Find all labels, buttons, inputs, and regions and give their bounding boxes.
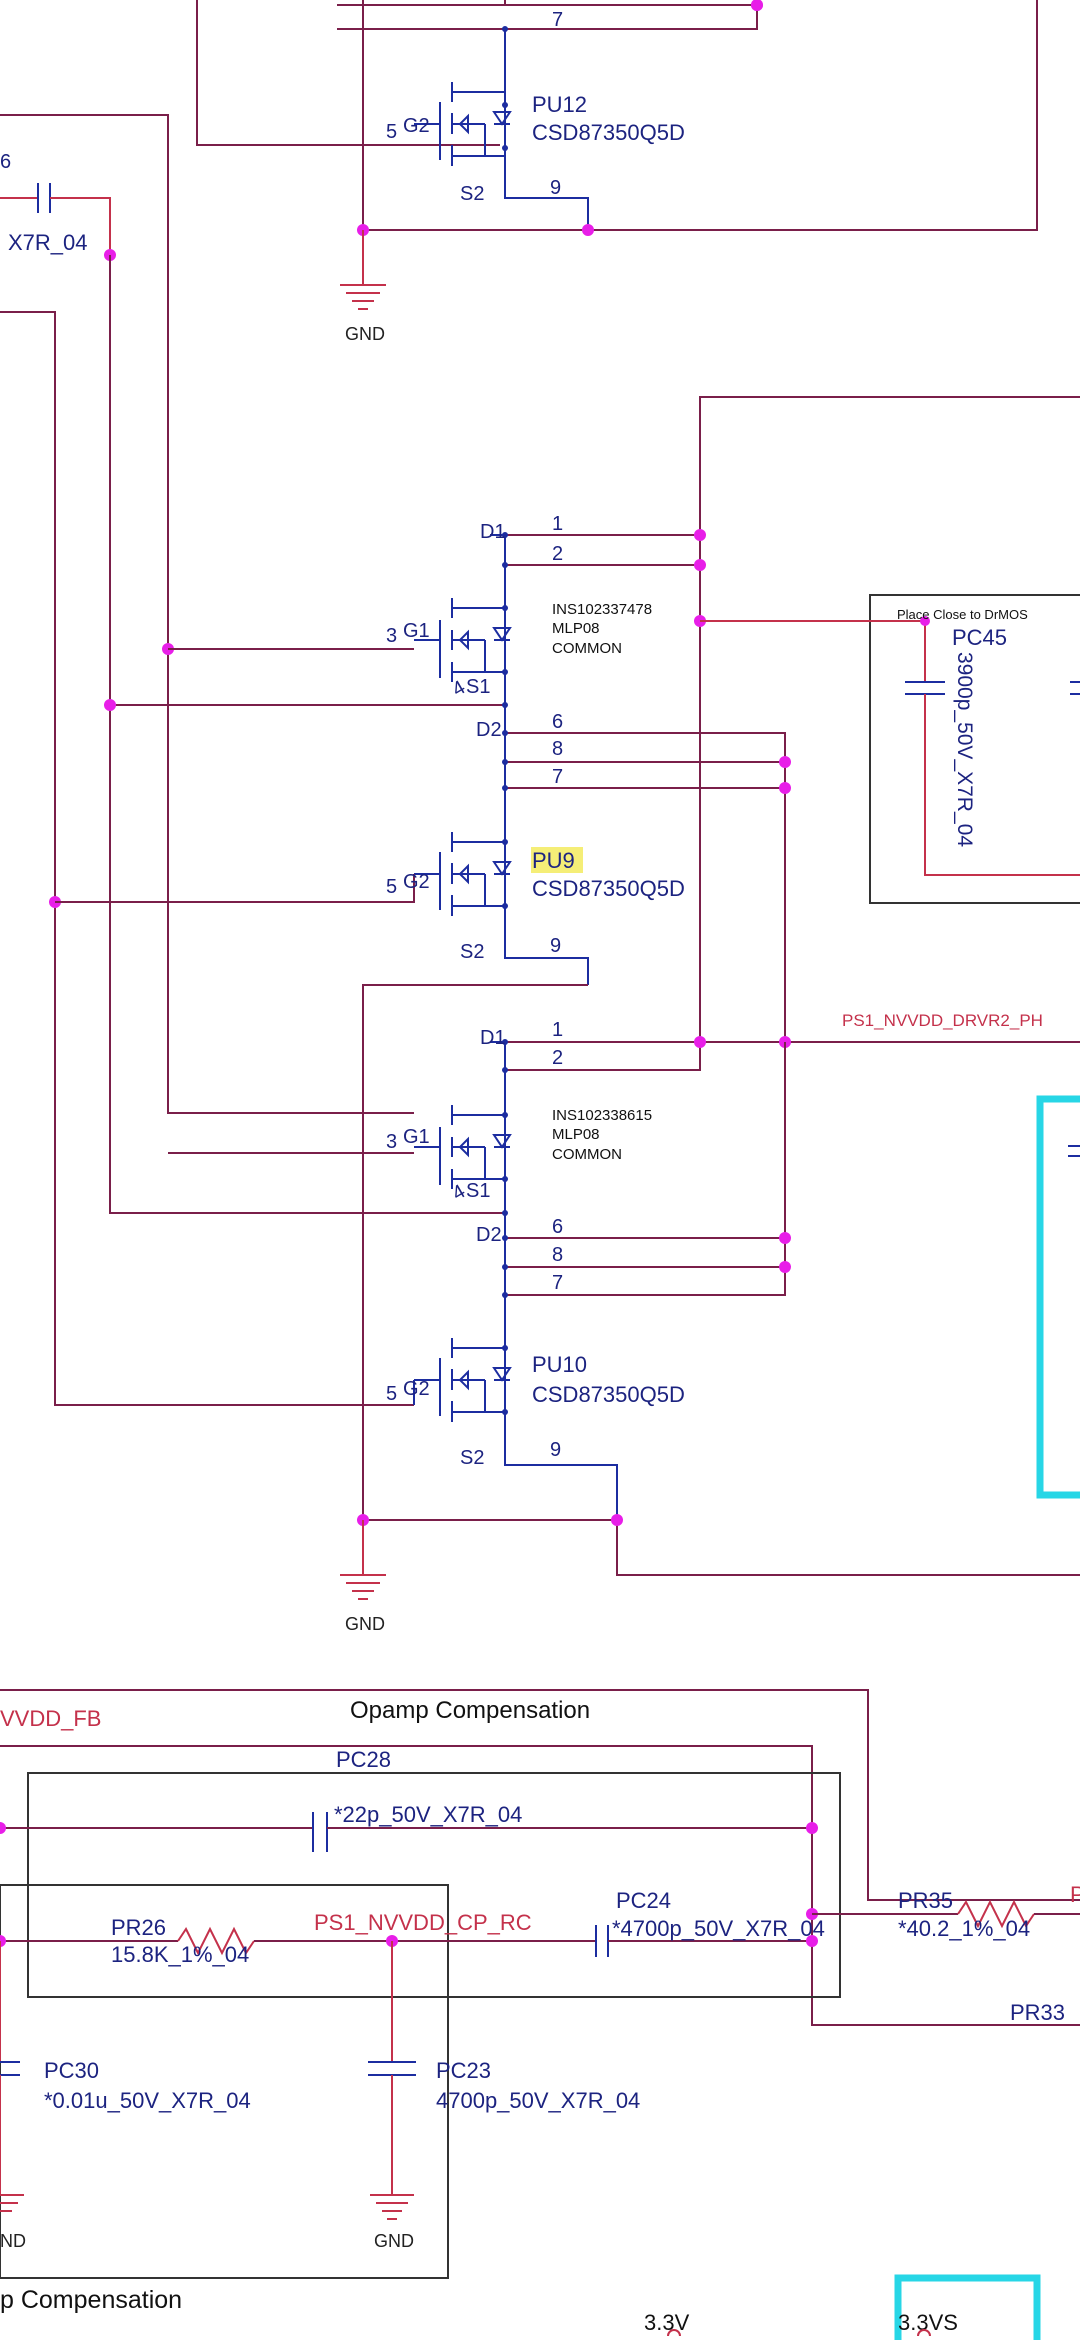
pu9-search-highlight <box>531 847 583 873</box>
pr35-value: *40.2_1%_04 <box>898 1916 1030 1941</box>
pu12-pin-7: 7 <box>552 9 563 31</box>
pc28-value: *22p_50V_X7R_04 <box>334 1802 522 1827</box>
pc24-value: *4700p_50V_X7R_04 <box>612 1916 825 1941</box>
pc23-value: 4700p_50V_X7R_04 <box>436 2088 640 2113</box>
pu10-pin-1: 1 <box>552 1019 563 1041</box>
pu10-d1-label: D1 <box>480 1027 506 1049</box>
left-cap-fragment: 6 X7R_04 <box>0 151 116 261</box>
cp-rc-net: PS1_NVVDD_CP_RC <box>314 1910 532 1935</box>
pu9-s1-label: S1 <box>466 676 490 698</box>
pu9-gate-label: G1 <box>403 620 430 642</box>
pu10-g2-pin: 5 <box>386 1383 397 1405</box>
pc45-note: Place Close to DrMOS <box>897 607 1028 622</box>
pu10-pin-6: 6 <box>552 1216 563 1238</box>
pc28-ref: PC28 <box>336 1747 391 1772</box>
net-phase-label: PS1_NVVDD_DRVR2_PH <box>842 1011 1043 1030</box>
gnd-left-label: ND <box>0 2231 26 2251</box>
pu9-pin-8: 8 <box>552 738 563 760</box>
pu10-s2-label: S2 <box>460 1447 484 1469</box>
pu9-d2-label: D2 <box>476 719 502 741</box>
pu10-mosfet-pair <box>168 1036 1080 1600</box>
pu12-ref: PU12 <box>532 92 587 117</box>
pu10-gate-label: G1 <box>403 1126 430 1148</box>
pu12-s2-label: S2 <box>460 183 484 205</box>
pc45-value: 3900p_50V_X7R_04 <box>953 652 976 847</box>
pu10-s1-label: S1 <box>466 1180 490 1202</box>
comp-title: Opamp Compensation <box>350 1697 590 1724</box>
pu9-common: COMMON <box>552 640 622 657</box>
pc23-ref: PC23 <box>436 2058 491 2083</box>
pu9-value: CSD87350Q5D <box>532 876 685 901</box>
pu10-ins-id: INS102338615 <box>552 1107 652 1124</box>
pu9-pin-1: 1 <box>552 513 563 535</box>
comp-lower-title: p Compensation <box>0 2286 182 2314</box>
compensation-network <box>0 1689 1080 2279</box>
pr26-ref: PR26 <box>111 1915 166 1940</box>
pc30-value: *0.01u_50V_X7R_04 <box>44 2088 251 2113</box>
pu9-ins-id: INS102337478 <box>552 601 652 618</box>
pu9-pin-2: 2 <box>552 543 563 565</box>
pu9-pin-9: 9 <box>550 935 561 957</box>
pu12-gate-pin: 5 <box>386 121 397 143</box>
pu10-pin-9: 9 <box>550 1439 561 1461</box>
gnd-label-top: GND <box>345 324 385 344</box>
pu10-value: CSD87350Q5D <box>532 1382 685 1407</box>
pu12-value: CSD87350Q5D <box>532 120 685 145</box>
rail-3v3-label: 3.3V <box>644 2310 690 2335</box>
pu12-section: 7 5 G2 PU12 CSD87350Q5D S2 9 <box>0 0 1038 1114</box>
highlight-box-right <box>1036 1095 1080 1499</box>
pu9-s2-label: S2 <box>460 941 484 963</box>
pu10-pin-7: 7 <box>552 1272 563 1294</box>
gnd-center-label: GND <box>374 2231 414 2251</box>
pu10-gnd-label: GND <box>345 1614 385 1634</box>
pu9-gate-pin: 3 <box>386 625 397 647</box>
pu10-d2-label: D2 <box>476 1224 502 1246</box>
pu10-common: COMMON <box>552 1146 622 1163</box>
pu9-package: MLP08 <box>552 620 600 637</box>
pr35-net-fragment: P <box>1070 1882 1080 1907</box>
pu12-pin-9: 9 <box>550 177 561 199</box>
pc45-ref: PC45 <box>952 625 1007 650</box>
pr26-value: 15.8K_1%_04 <box>111 1942 249 1967</box>
pc24-ref: PC24 <box>616 1888 671 1913</box>
pu9-pin-7: 7 <box>552 766 563 788</box>
left-cap-fragment-text: 6 <box>0 151 11 173</box>
pu10-pin-8: 8 <box>552 1244 563 1266</box>
pu10-g2-label: G2 <box>403 1378 430 1400</box>
pr35-ref: PR35 <box>898 1888 953 1913</box>
pu9-g2-label: G2 <box>403 871 430 893</box>
pu12-gate-label: G2 <box>403 115 430 137</box>
pu10-package: MLP08 <box>552 1126 600 1143</box>
mosfet-pu12-symbol <box>414 82 512 166</box>
pu9-pin-6: 6 <box>552 711 563 733</box>
pu9-d1-label: D1 <box>480 521 506 543</box>
pu10-gate-pin: 3 <box>386 1131 397 1153</box>
pc30-ref: PC30 <box>44 2058 99 2083</box>
comp-fb-net: VVDD_FB <box>0 1706 101 1731</box>
left-cap-value: X7R_04 <box>8 230 88 255</box>
highlight-box-3v3vs <box>894 2274 1041 2340</box>
pu9-mosfet-pair <box>55 396 1080 1516</box>
pu9-g2-pin: 5 <box>386 876 397 898</box>
pu10-ref: PU10 <box>532 1352 587 1377</box>
pc45-capacitor <box>700 594 1080 904</box>
pu9-ref: PU9 <box>532 848 575 873</box>
pu10-pin-2: 2 <box>552 1047 563 1069</box>
gnd-symbol-top <box>340 230 386 310</box>
pr33-ref: PR33 <box>1010 2000 1065 2025</box>
